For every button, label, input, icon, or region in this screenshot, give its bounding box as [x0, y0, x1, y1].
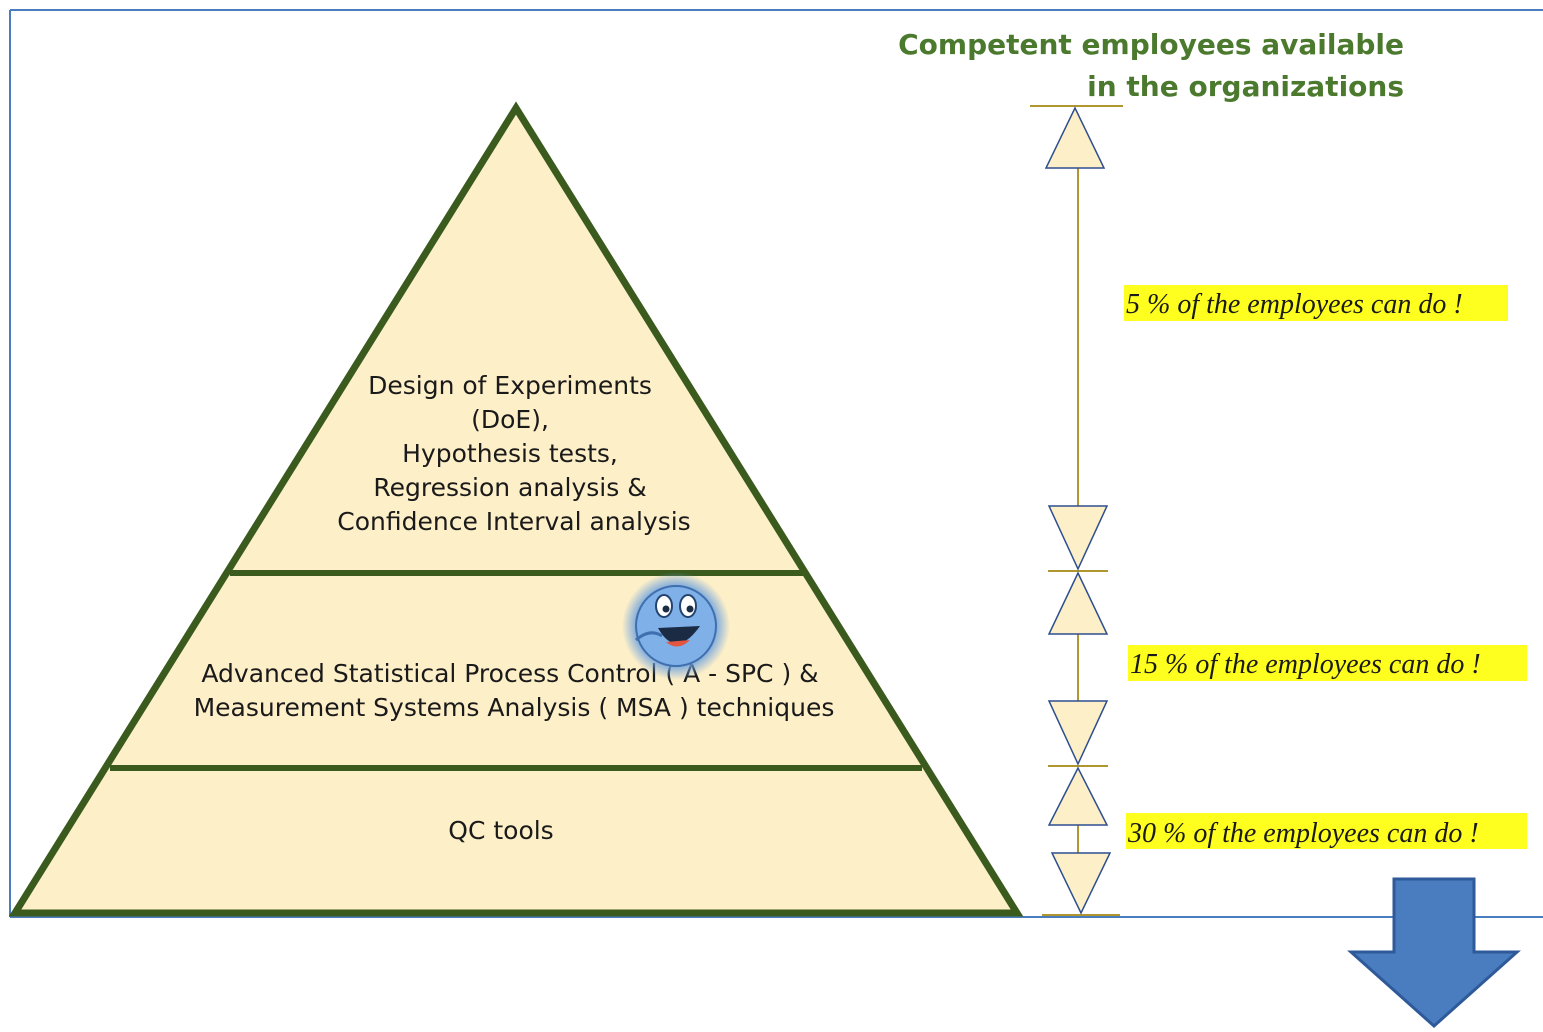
tier-middle-label: Advanced Statistical Process Control ( A… [194, 659, 835, 722]
percent-label-top: 5 % of the employees can do ! [1124, 285, 1508, 321]
svg-text:30 % of the employees can do !: 30 % of the employees can do ! [1127, 818, 1479, 849]
smiley-face-icon [622, 572, 730, 680]
title: Competent employees available in the org… [898, 28, 1404, 103]
up-arrowhead-icon [1047, 571, 1109, 635]
up-arrowhead-icon [1044, 106, 1106, 169]
title-line-1: Competent employees available [898, 28, 1404, 61]
down-arrowhead-icon [1050, 852, 1112, 915]
tier-top-label: Design of Experiments (DoE), Hypothesis … [337, 371, 690, 536]
dimension-arrowheads [1044, 106, 1112, 915]
svg-text:5 % of the employees can do !: 5 % of the employees can do ! [1126, 289, 1463, 320]
dimension-scale [1030, 105, 1123, 916]
down-arrow-icon [1347, 877, 1521, 1029]
up-arrowhead-icon [1047, 766, 1109, 826]
pyramid: Design of Experiments (DoE), Hypothesis … [8, 101, 1024, 917]
down-arrowhead-icon [1047, 700, 1109, 766]
title-line-2: in the organizations [1087, 70, 1404, 103]
down-arrowhead-icon [1047, 505, 1109, 571]
percent-label-middle: 15 % of the employees can do ! [1128, 645, 1527, 681]
slide-frame [9, 9, 1543, 918]
pyramid-triangle [8, 101, 1024, 917]
svg-text:15 % of the employees can do !: 15 % of the employees can do ! [1130, 649, 1481, 680]
percent-label-bottom: 30 % of the employees can do ! [1126, 813, 1527, 849]
tier-bottom-label: QC tools [448, 816, 553, 845]
